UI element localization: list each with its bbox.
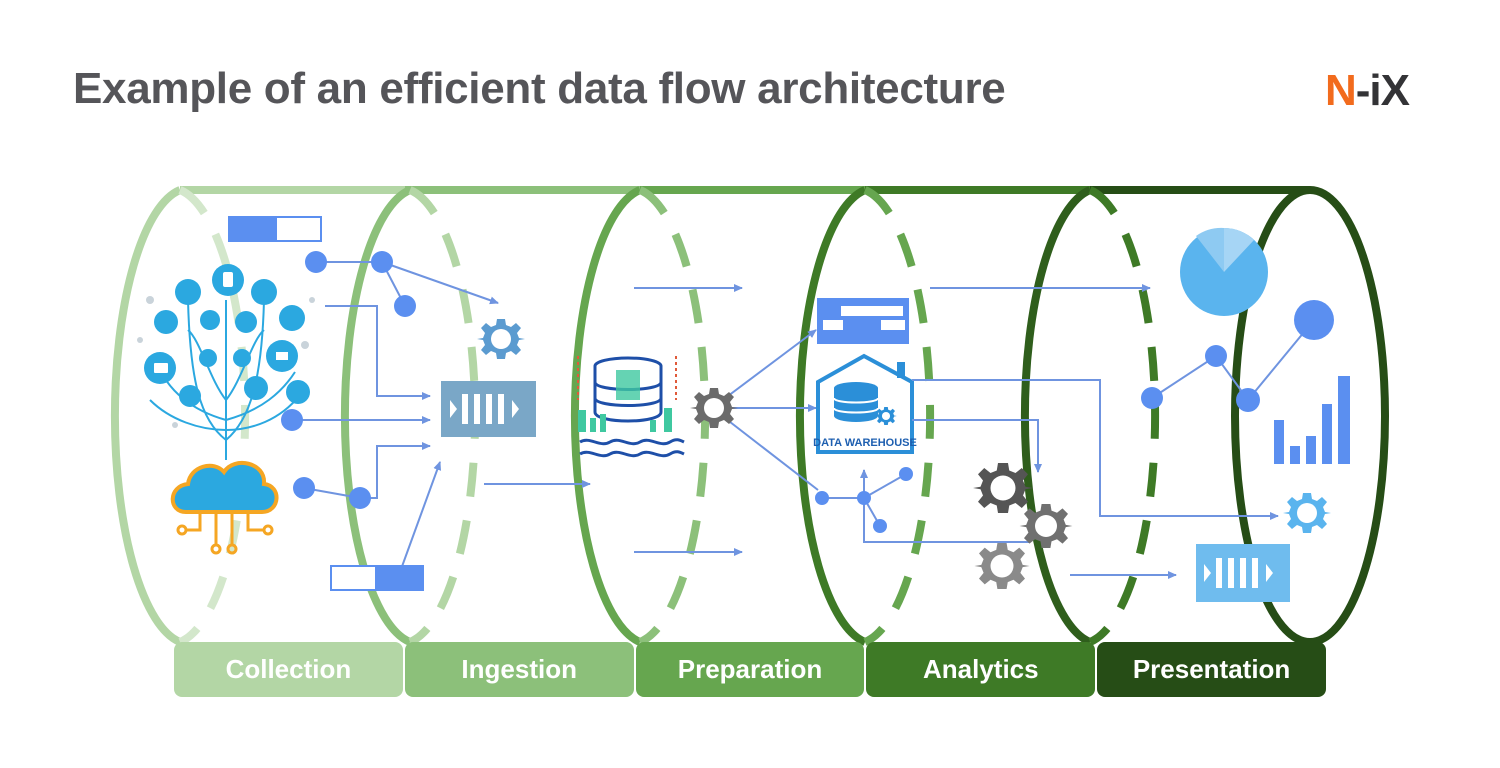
stage-preparation: Preparation bbox=[635, 642, 865, 697]
cloud-icon bbox=[170, 461, 279, 555]
cylinder-outline bbox=[110, 186, 1389, 646]
pie-chart-icon bbox=[1180, 227, 1268, 316]
table-icon bbox=[817, 298, 909, 344]
stage-labels: Collection Ingestion Preparation Analyti… bbox=[174, 642, 1326, 697]
line-graph-icon bbox=[1141, 300, 1334, 412]
processing-gear-icon bbox=[690, 388, 738, 428]
output-queue-icon bbox=[1196, 544, 1290, 602]
slider-bar-icon bbox=[228, 216, 322, 242]
iot-tree-icon bbox=[137, 264, 315, 460]
company-logo: N-iX bbox=[1325, 66, 1410, 116]
data-lake-icon bbox=[577, 356, 685, 458]
analytics-nodes bbox=[815, 467, 913, 533]
gear-icon bbox=[477, 319, 525, 359]
analytics-connectors bbox=[822, 284, 1279, 579]
collection-nodes bbox=[281, 251, 416, 509]
stage-collection: Collection bbox=[174, 642, 403, 697]
stage-analytics: Analytics bbox=[866, 642, 1096, 697]
warehouse-label: DATA WAREHOUSE bbox=[813, 437, 917, 449]
stage-presentation: Presentation bbox=[1097, 642, 1326, 697]
slider-bar-icon-2 bbox=[330, 565, 424, 591]
gears-cluster-icon bbox=[973, 463, 1073, 589]
stage-ingestion: Ingestion bbox=[404, 642, 634, 697]
data-warehouse-icon: DATA WAREHOUSE bbox=[813, 353, 917, 454]
settings-gear-icon bbox=[1283, 493, 1331, 533]
message-queue-icon bbox=[441, 381, 536, 437]
page-title: Example of an efficient data flow archit… bbox=[73, 64, 1006, 113]
bar-chart-icon bbox=[1274, 376, 1350, 464]
logo-mark: N bbox=[1325, 66, 1357, 115]
logo-text: -iX bbox=[1355, 66, 1410, 115]
